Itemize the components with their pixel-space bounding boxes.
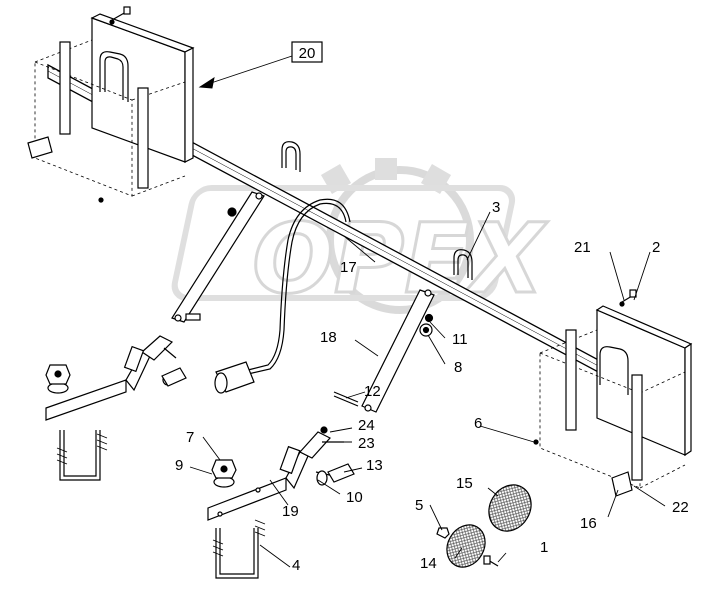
callout-9: 9: [175, 457, 183, 474]
callout-6: 6: [474, 415, 482, 432]
left-light-assembly: [27, 13, 195, 203]
left-u-bolt: [56, 430, 108, 481]
cable-harness: [214, 198, 351, 394]
callout-1: 1: [540, 539, 548, 556]
gear-logo: [326, 166, 474, 314]
watermark-text: OPEX: [252, 203, 548, 315]
center-u-bolt: [212, 519, 266, 579]
callout-18: 18: [320, 329, 337, 346]
callout-19: 19: [282, 503, 299, 520]
u-bolt-center: [453, 249, 473, 280]
callout-8: 8: [454, 359, 462, 376]
callout-numbers: 1 2 3 4 5 6 8 9 10 11 12 13 14 15 16 17 …: [175, 199, 689, 574]
reflector-upper: [488, 484, 532, 532]
opex-watermark: OPEX: [171, 158, 549, 317]
callout-16: 16: [580, 515, 597, 532]
callout-22: 22: [672, 499, 689, 516]
left-vertical-arm: [171, 191, 265, 323]
center-bracket: [207, 431, 331, 521]
callout-12: 12: [364, 383, 381, 400]
callout-5: 5: [415, 497, 423, 514]
callout-box-20: 20: [291, 41, 323, 63]
u-bolt-upper: [281, 141, 301, 172]
left-nut-washer: [45, 364, 71, 394]
callout-17: 17: [340, 259, 357, 276]
watermark-frame: [171, 185, 516, 301]
reflector-lower: [446, 524, 486, 568]
callout-11: 11: [452, 331, 468, 348]
callout-14: 14: [420, 555, 437, 572]
right-top-bolt: [619, 289, 637, 307]
callout-13: 13: [366, 457, 383, 474]
reflector-screws: [436, 527, 499, 567]
center-nut-washer: [211, 459, 237, 488]
leader-lines: [189, 55, 666, 568]
callout-21: 21: [574, 239, 591, 256]
spring-pin: [333, 391, 359, 407]
callout-4: 4: [292, 557, 300, 574]
callout-7: 7: [186, 429, 194, 446]
callout-label-20: 20: [299, 45, 316, 62]
left-bracket: [45, 335, 187, 421]
callout-23: 23: [358, 435, 375, 452]
callout-10: 10: [346, 489, 363, 506]
right-vertical-arm: [361, 289, 435, 413]
callout-15: 15: [456, 475, 473, 492]
callout-3: 3: [492, 199, 500, 216]
left-top-bolt: [109, 6, 131, 25]
right-arm-nut: [419, 313, 434, 337]
right-light-assembly: [533, 305, 693, 497]
callout-24: 24: [358, 417, 375, 434]
callout-2: 2: [652, 239, 660, 256]
